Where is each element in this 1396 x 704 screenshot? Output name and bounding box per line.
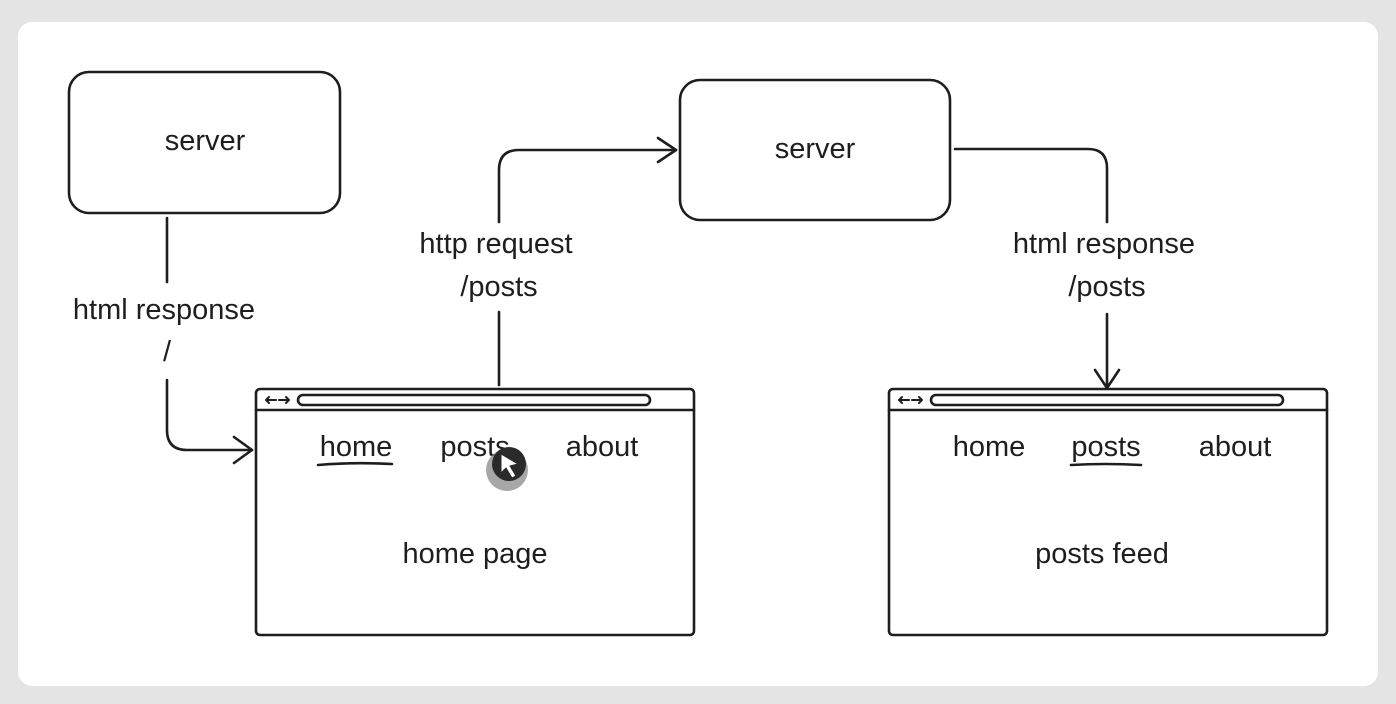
back-forward-icon[interactable]: [898, 396, 923, 404]
nav-home[interactable]: home: [320, 431, 393, 463]
left-server-box[interactable]: server: [67, 70, 342, 215]
nav-home[interactable]: home: [953, 431, 1026, 463]
address-bar[interactable]: [929, 393, 1285, 407]
right-server-box[interactable]: server: [678, 78, 952, 222]
right-server-label: server: [775, 133, 856, 165]
request-arrow: http request /posts: [419, 136, 678, 387]
posts-feed-content: posts feed: [1035, 538, 1169, 570]
right-response-path: /posts: [1068, 271, 1145, 303]
left-response-arrow: html response /: [73, 216, 255, 465]
browser-window-posts: home posts about posts feed: [887, 387, 1329, 637]
request-path: /posts: [460, 271, 537, 303]
request-label: http request: [419, 228, 572, 260]
active-underline: [316, 461, 394, 467]
address-bar[interactable]: [296, 393, 652, 407]
nav-posts[interactable]: posts: [1071, 431, 1140, 463]
active-underline: [1069, 462, 1143, 467]
browser-window-home: home posts about home page: [254, 387, 696, 637]
left-server-label: server: [165, 125, 246, 157]
right-response-arrow: html response /posts: [953, 147, 1195, 390]
canvas-frame: [18, 22, 1378, 686]
cursor-click-icon: [486, 447, 528, 491]
right-response-label: html response: [1013, 228, 1195, 260]
home-page-content: home page: [402, 538, 547, 570]
left-response-label: html response: [73, 294, 255, 326]
left-response-path: /: [163, 336, 172, 368]
nav-about[interactable]: about: [1199, 431, 1272, 463]
back-forward-icon[interactable]: [265, 396, 290, 404]
nav-about[interactable]: about: [566, 431, 639, 463]
